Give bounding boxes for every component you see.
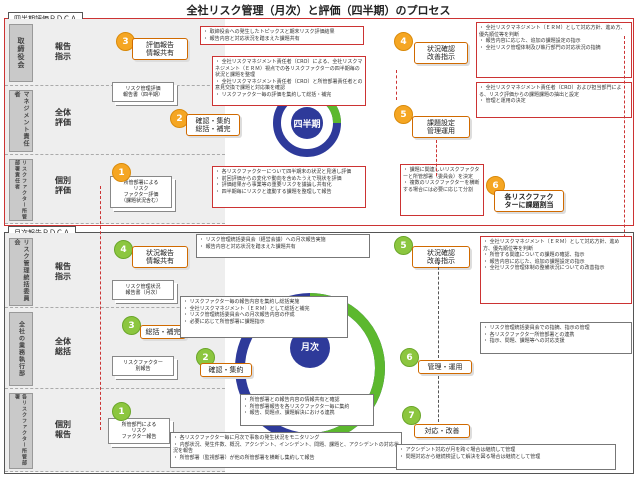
m-step-6-box[interactable]: 管理・運用 bbox=[418, 360, 472, 374]
m-note-dept-follow: ・ アクシデント対応が月を跨ぐ場合は継続して管理 ・ 問題対応から継続検証して解… bbox=[396, 444, 616, 470]
q-note-board-decision: ・ 全社リスクマネジメント（ＥＲＭ）として対応方針、進め方、優先順位等を判断 ・… bbox=[476, 22, 632, 78]
m-step-4-box[interactable]: 状況報告 情報共有 bbox=[132, 246, 188, 268]
m-step-5-box[interactable]: 状況確認 改善指示 bbox=[412, 246, 470, 268]
m-row-sub-1: 報告 指示 bbox=[55, 262, 71, 281]
m-note-committee-decision: ・ 全社リスクマネジメント（ＥＲＭ）として対応方針、進め方、優先順位等を判断 ・… bbox=[480, 236, 632, 304]
m-step-5-badge: 5 bbox=[394, 236, 413, 255]
q-cycle-label: 四半期 bbox=[293, 120, 321, 130]
m-row-sub-2: 全体 総括 bbox=[55, 337, 71, 356]
q-row-sub-3: 個別 評価 bbox=[55, 176, 71, 195]
m-row-sub-3: 個別 報告 bbox=[55, 420, 71, 439]
m-connector-3 bbox=[100, 186, 101, 430]
q-note-board: ・ 取締役会への発生したトピックスと期末リスク評価結果 ・ 報告内容と対応状況を… bbox=[200, 26, 364, 45]
q-step-6-box[interactable]: 各リスクファク ターに課題割当 bbox=[494, 190, 564, 212]
m-doc-factor: リスクファクター 別報告 bbox=[112, 356, 174, 376]
m-step-3-box[interactable]: 総括・補完 bbox=[140, 325, 186, 339]
m-note-exec-manage: ・ リスク管理統括委員会での指摘、指示の管理 ・ 各リスクファクター所管部署との… bbox=[480, 322, 632, 354]
m-doc-dept: 所管部門による リスク ファクター報告 bbox=[108, 418, 170, 444]
m-row-head-exec: 全社の業務執行部 bbox=[9, 312, 33, 386]
m-row-head-dept: 各リスクファクター所管部署 bbox=[9, 393, 33, 469]
m-step-3-badge: 3 bbox=[122, 316, 141, 335]
q-step-4-badge: 4 bbox=[394, 32, 413, 51]
m-step-1-badge: 1 bbox=[112, 402, 131, 421]
q-note-cro-issues: ・ 全社リスクマネジメント責任者（CRO）および担当部門による、リスク評価からの… bbox=[476, 82, 632, 118]
m-step-4-badge: 4 bbox=[114, 240, 133, 259]
q-connector-1 bbox=[396, 70, 397, 100]
m-step-7-badge: 7 bbox=[402, 406, 421, 425]
m-connector-1 bbox=[438, 262, 439, 358]
quarterly-frame bbox=[4, 18, 634, 226]
q-connector-2 bbox=[436, 140, 437, 176]
m-connector-2 bbox=[438, 376, 439, 422]
q-step-5-box[interactable]: 課題設定 管理運用 bbox=[412, 116, 470, 138]
m-step-7-box[interactable]: 対応・改善 bbox=[414, 424, 470, 438]
q-row-head-board: 取締役会 bbox=[9, 24, 33, 82]
q-row-head-dept: リスクファクター所管部署責任者 bbox=[9, 159, 33, 221]
q-doc-report: リスク管理評価 報告書（四半期） bbox=[112, 82, 174, 102]
q-note-dept-eval: ・ 各リスクファクターについて四半期末の状況と見通し評価 ・ 前回評価からの変化… bbox=[212, 166, 366, 208]
q-note-cro-summary: ・ 全社リスクマネジメント責任者（CRO）による、全社リスクマネジメント（ＥＲＭ… bbox=[212, 56, 366, 106]
m-cycle-label: 月次 bbox=[300, 343, 319, 353]
q-connector-3 bbox=[624, 36, 625, 282]
q-row-head-management: マネジメント責任者 bbox=[9, 90, 33, 152]
m-note-exec-collect: ・ 所管部署との報告内容の情報共有と確認 ・ 所管部署報告を各リスクファクター毎… bbox=[240, 394, 374, 426]
q-step-2-box[interactable]: 確認・集約 総括・補完 bbox=[186, 114, 240, 136]
q-row-sub-1: 報告 指示 bbox=[55, 42, 71, 61]
m-note-committee: ・ リスク管理統括委員会（経営会議）への月次報告実施 ・ 報告内容と対応状況を踏… bbox=[196, 234, 370, 258]
m-step-2-box[interactable]: 確認・集約 bbox=[200, 363, 252, 377]
m-step-6-badge: 6 bbox=[400, 348, 419, 367]
monthly-frame bbox=[4, 232, 634, 474]
q-step-4-box[interactable]: 状況確認 改善指示 bbox=[414, 42, 468, 64]
q-step-1-badge: 1 bbox=[112, 163, 131, 182]
q-note-assign: ・ 課題に関連しいリスクファクターと所管部署（委員会）を決定 ・ 複数のリスクフ… bbox=[400, 164, 484, 216]
m-note-exec-summary: ・ リスクファクター毎の報告内容を集約し総括実施 ・ 全社リスクマネジメント（Ｅ… bbox=[180, 296, 348, 338]
q-step-5-badge: 5 bbox=[394, 105, 413, 124]
m-note-dept-monitor: ・ 各リスクファクター毎に月次で事象の発生状況をモニタリング ・ 内部状況、発生… bbox=[170, 432, 402, 468]
q-row-sub-2: 全体 評価 bbox=[55, 108, 71, 127]
m-doc-report: リスク管理状況 報告書（月次） bbox=[112, 280, 174, 300]
page-title: 全社リスク管理（月次）と評価（四半期）のプロセス bbox=[186, 4, 451, 17]
m-row-head-committee: リスク管理統括委員会 bbox=[9, 238, 33, 306]
q-band-1 bbox=[5, 19, 225, 86]
q-step-3-box[interactable]: 評価報告 情報共有 bbox=[132, 38, 188, 60]
